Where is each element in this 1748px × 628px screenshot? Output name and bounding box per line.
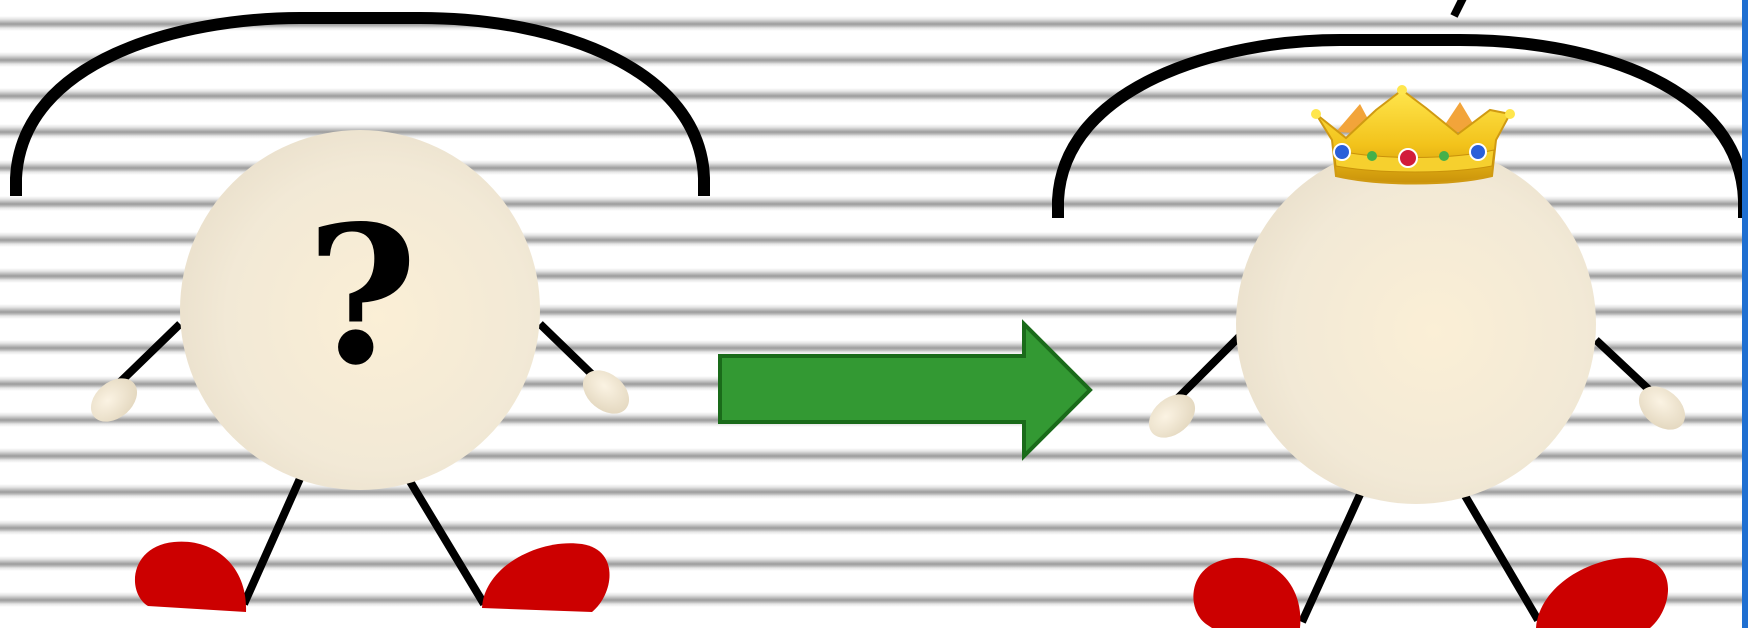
right-hand <box>1638 386 1686 430</box>
left-leg <box>1298 488 1366 624</box>
left-hand <box>1148 394 1196 438</box>
left-arm <box>111 321 183 391</box>
right-hand <box>582 370 630 414</box>
left-arm <box>1173 333 1243 403</box>
left-arc <box>10 11 710 196</box>
left-shoe <box>134 541 247 612</box>
right-leg <box>404 475 488 607</box>
crown-icon <box>1311 85 1515 185</box>
left-leg <box>240 472 306 606</box>
right-arrow-icon <box>718 319 1093 461</box>
body <box>180 130 540 490</box>
right-figure <box>1052 0 1748 628</box>
body <box>1236 144 1596 504</box>
left-figure: ? <box>10 11 710 612</box>
right-shoe <box>482 543 610 612</box>
right-arc <box>1052 34 1748 218</box>
right-shoe <box>1536 557 1669 628</box>
right-edge-bar <box>1742 0 1748 628</box>
top-mark <box>1450 0 1467 18</box>
question-mark: ? <box>306 184 417 407</box>
left-shoe <box>1193 557 1301 628</box>
left-hand <box>90 378 138 422</box>
right-leg <box>1460 491 1542 623</box>
